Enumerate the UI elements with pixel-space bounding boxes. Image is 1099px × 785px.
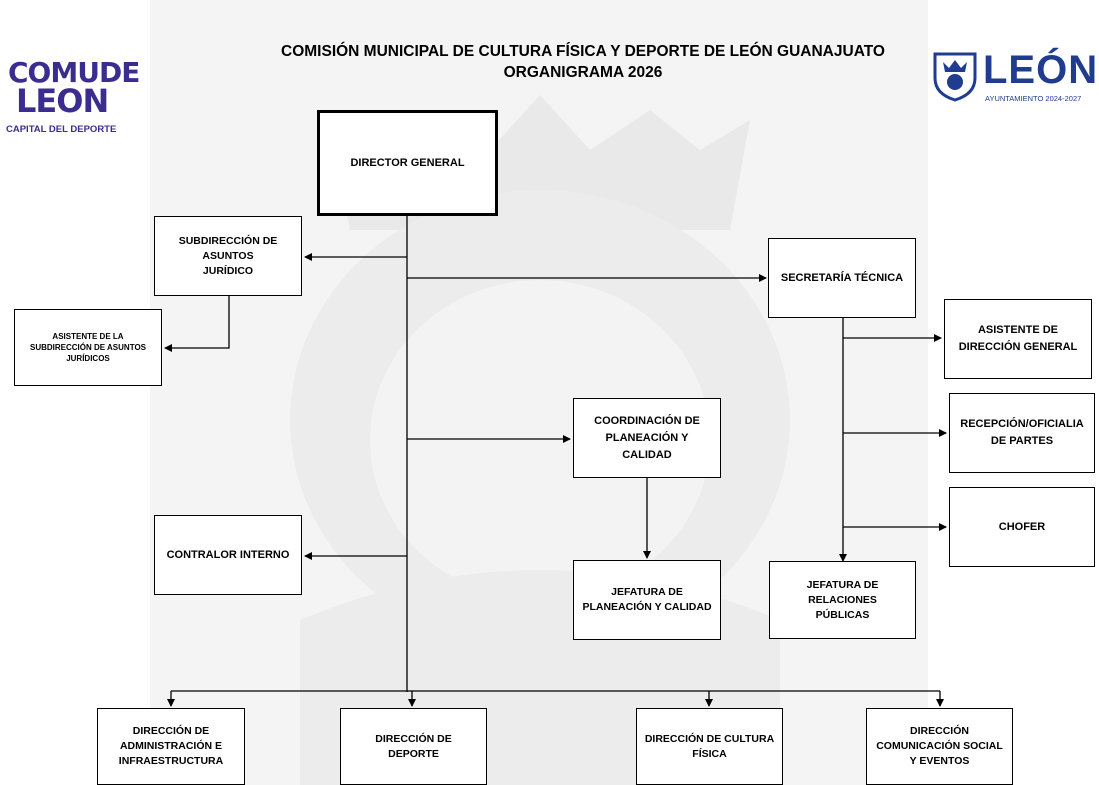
org-label: DIRECCIÓN DE CULTURA FÍSICA xyxy=(644,732,775,760)
org-label: DIRECCIÓN DE ADMINISTRACIÓN E INFRAESTRU… xyxy=(118,725,224,767)
coat-of-arms-icon xyxy=(933,52,977,102)
org-label: ASISTENTE DE DIRECCIÓN GENERAL xyxy=(958,324,1078,353)
org-box-direccion-comunicacion: DIRECCIÓN COMUNICACIÓN SOCIAL Y EVENTOS xyxy=(866,708,1013,785)
page-title: COMISIÓN MUNICIPAL DE CULTURA FÍSICA Y D… xyxy=(281,43,885,60)
org-label: SECRETARÍA TÉCNICA xyxy=(780,271,904,284)
org-box-direccion-administracion: DIRECCIÓN DE ADMINISTRACIÓN E INFRAESTRU… xyxy=(97,708,245,785)
org-box-director-general: DIRECTOR GENERAL xyxy=(317,110,498,216)
line-to-asistente-juridico xyxy=(164,296,230,352)
org-box-coordinacion-planeacion: COORDINACIÓN DE PLANEACIÓN Y CALIDAD xyxy=(573,398,721,478)
logo-word-leon: LEON xyxy=(16,82,109,120)
org-label: RECEPCIÓN/OFICIALIA DE PARTES xyxy=(960,418,1084,447)
org-box-recepcion: RECEPCIÓN/OFICIALIA DE PARTES xyxy=(949,393,1095,473)
org-box-secretaria-tecnica: SECRETARÍA TÉCNICA xyxy=(768,238,916,318)
org-box-asistente-direccion: ASISTENTE DE DIRECCIÓN GENERAL xyxy=(944,299,1092,379)
org-label: ASISTENTE DE LA SUBDIRECCIÓN DE ASUNTOS … xyxy=(29,332,146,363)
org-label: COORDINACIÓN DE PLANEACIÓN Y CALIDAD xyxy=(594,414,700,461)
org-label: JEFATURA DE PLANEACIÓN Y CALIDAD xyxy=(582,586,712,613)
org-box-jefatura-relaciones: JEFATURA DE RELACIONES PÚBLICAS xyxy=(769,561,916,639)
org-box-subdireccion-juridico: SUBDIRECCIÓN DE ASUNTOS JURÍDICO xyxy=(154,216,302,296)
comude-logo: COMUDE LEON CAPITAL DEL DEPORTE xyxy=(5,58,145,142)
org-label: DIRECCIÓN DE DEPORTE xyxy=(375,732,452,760)
leon-wordmark: LEÓN xyxy=(983,48,1099,92)
ayuntamiento-caption: AYUNTAMIENTO 2024-2027 xyxy=(985,94,1082,103)
leon-ayuntamiento-logo: LEÓN AYUNTAMIENTO 2024-2027 xyxy=(925,40,1099,118)
page-subtitle: ORGANIGRAMA 2026 xyxy=(503,64,663,81)
org-box-jefatura-planeacion: JEFATURA DE PLANEACIÓN Y CALIDAD xyxy=(573,560,721,640)
org-label: CHOFER xyxy=(998,520,1046,533)
org-label: DIRECCIÓN COMUNICACIÓN SOCIAL Y EVENTOS xyxy=(876,725,1003,767)
org-label: CONTRALOR INTERNO xyxy=(166,548,290,561)
org-label: JEFATURA DE RELACIONES PÚBLICAS xyxy=(806,578,879,621)
org-label: DIRECTOR GENERAL xyxy=(350,156,465,169)
org-box-contralor-interno: CONTRALOR INTERNO xyxy=(154,515,302,595)
org-label: SUBDIRECCIÓN DE ASUNTOS JURÍDICO xyxy=(178,234,278,277)
logo-caption: CAPITAL DEL DEPORTE xyxy=(6,124,117,135)
org-box-direccion-cultura: DIRECCIÓN DE CULTURA FÍSICA xyxy=(636,708,783,785)
logo-word-comude: COMUDE xyxy=(8,56,140,89)
org-box-direccion-deporte: DIRECCIÓN DE DEPORTE xyxy=(340,708,487,785)
org-box-chofer: CHOFER xyxy=(949,487,1095,567)
org-box-asistente-juridico: ASISTENTE DE LA SUBDIRECCIÓN DE ASUNTOS … xyxy=(14,309,162,386)
